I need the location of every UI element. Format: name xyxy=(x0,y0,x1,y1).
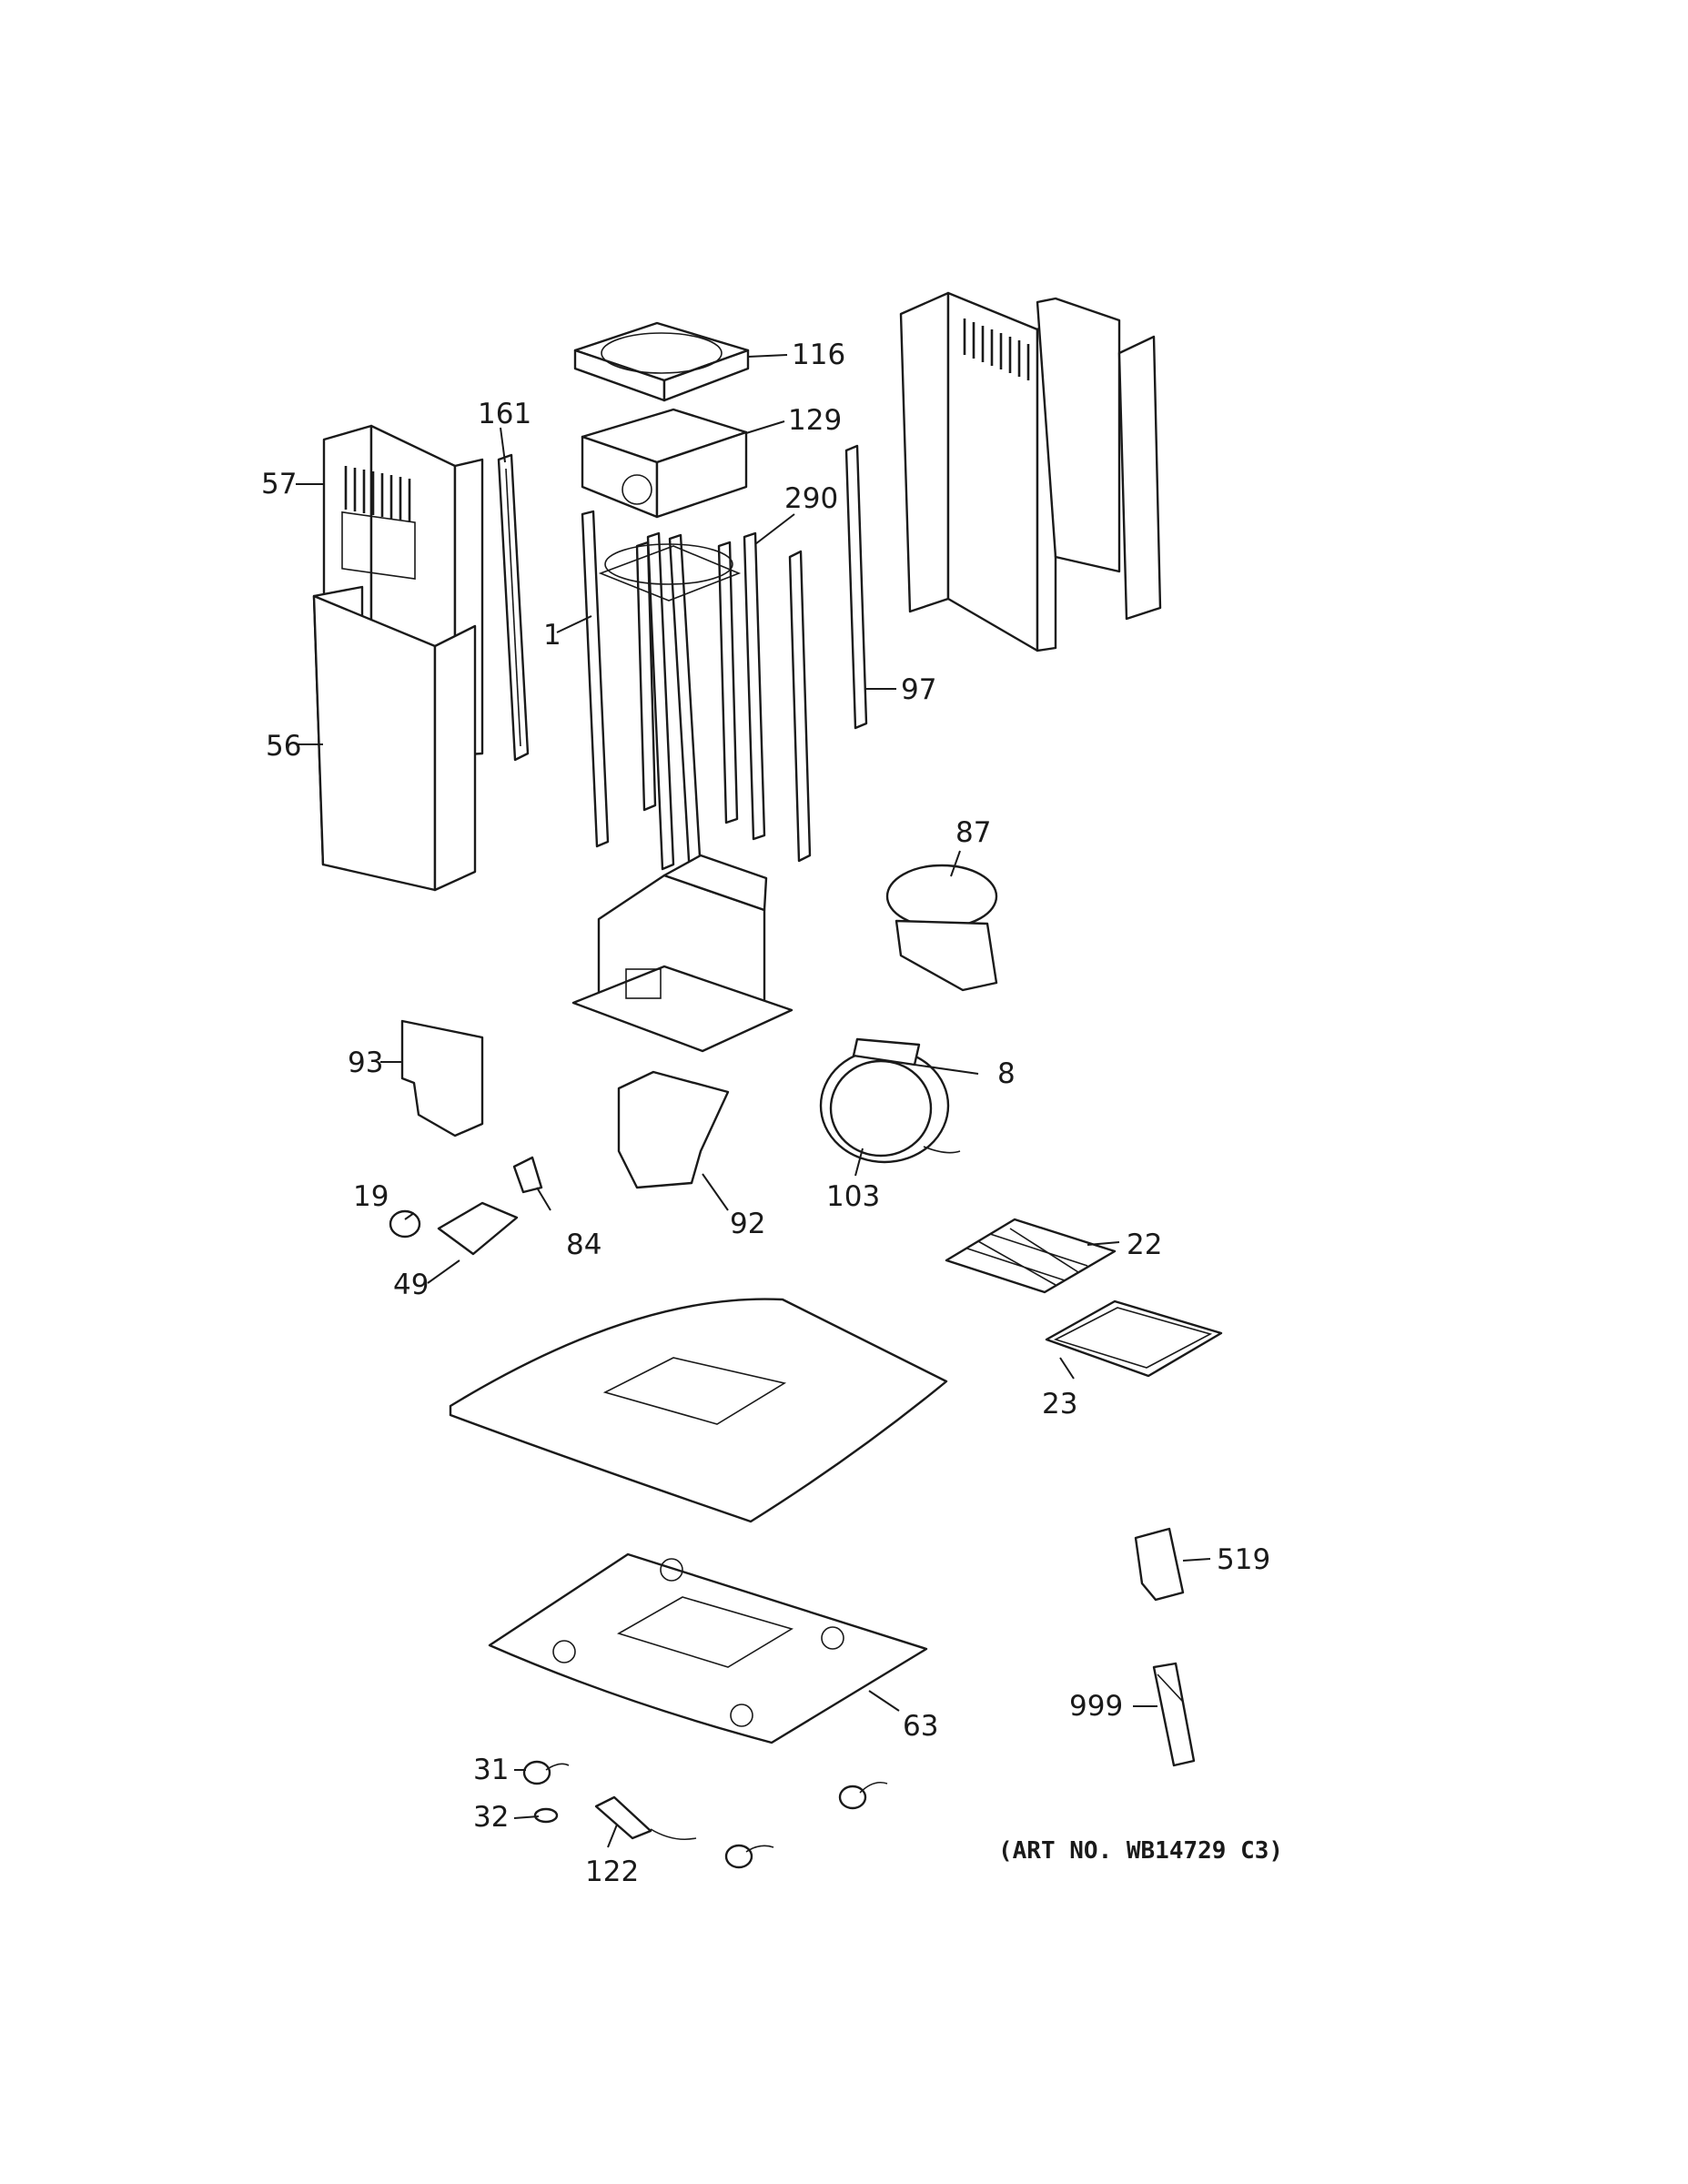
parts-31-32-122-lights-controls xyxy=(522,1760,888,1869)
callout-56: 56 xyxy=(266,730,301,763)
callout-84: 84 xyxy=(566,1228,601,1261)
callout-116: 116 xyxy=(792,339,845,371)
callout-22: 22 xyxy=(1127,1228,1162,1261)
callout-999: 999 xyxy=(1069,1690,1123,1723)
vent-grille-icon xyxy=(963,318,1030,380)
part-116-duct-flange xyxy=(573,321,750,402)
art-number: (ART NO. WB14729 C3) xyxy=(998,1837,1283,1865)
part-129-duct-box xyxy=(581,408,748,519)
callout-labels: 116 161 129 57 290 1 97 56 87 93 8 19 10… xyxy=(261,339,1270,1888)
callout-23: 23 xyxy=(1042,1388,1077,1421)
callout-19: 19 xyxy=(353,1180,389,1213)
blower-housing xyxy=(571,854,793,1053)
parts-19-49-84-controls xyxy=(389,1156,543,1256)
callout-8: 8 xyxy=(997,1057,1016,1090)
callout-87: 87 xyxy=(955,816,991,849)
callout-103: 103 xyxy=(826,1180,880,1213)
callout-49: 49 xyxy=(393,1269,429,1301)
part-56-lower-chimney-cover xyxy=(312,585,477,892)
part-23-charcoal-filter xyxy=(1045,1299,1223,1378)
part-92-switch-housing xyxy=(617,1070,730,1189)
callout-290: 290 xyxy=(784,482,838,515)
part-999-literature-icon xyxy=(1152,1662,1196,1767)
canopy-top xyxy=(449,1298,948,1523)
part-97-rail xyxy=(844,444,868,730)
callout-122: 122 xyxy=(585,1855,639,1888)
callout-161: 161 xyxy=(478,398,531,430)
part-161-mounting-rail xyxy=(497,453,530,762)
right-chimney-covers xyxy=(899,291,1162,652)
callout-519: 519 xyxy=(1217,1543,1270,1576)
part-1-frame-assembly xyxy=(581,510,766,877)
part-93-cover-plate xyxy=(400,1019,484,1138)
vent-grille-icon xyxy=(344,466,411,522)
part-63-canopy-bottom xyxy=(488,1552,928,1744)
part-290-rail xyxy=(788,550,812,863)
callout-31: 31 xyxy=(473,1754,509,1786)
callout-129: 129 xyxy=(788,404,842,437)
part-22-grease-filter xyxy=(945,1218,1117,1294)
part-519-bracket xyxy=(1134,1527,1185,1602)
leader-lines xyxy=(296,354,1211,1848)
callout-57: 57 xyxy=(261,468,297,500)
callout-97: 97 xyxy=(901,673,936,706)
callout-63: 63 xyxy=(903,1710,938,1743)
part-87-damper xyxy=(885,864,998,992)
part-103-blower-motor xyxy=(819,1037,961,1164)
callout-93: 93 xyxy=(348,1046,383,1079)
callout-1: 1 xyxy=(543,619,561,652)
callout-92: 92 xyxy=(730,1208,765,1240)
callout-32: 32 xyxy=(473,1801,509,1834)
